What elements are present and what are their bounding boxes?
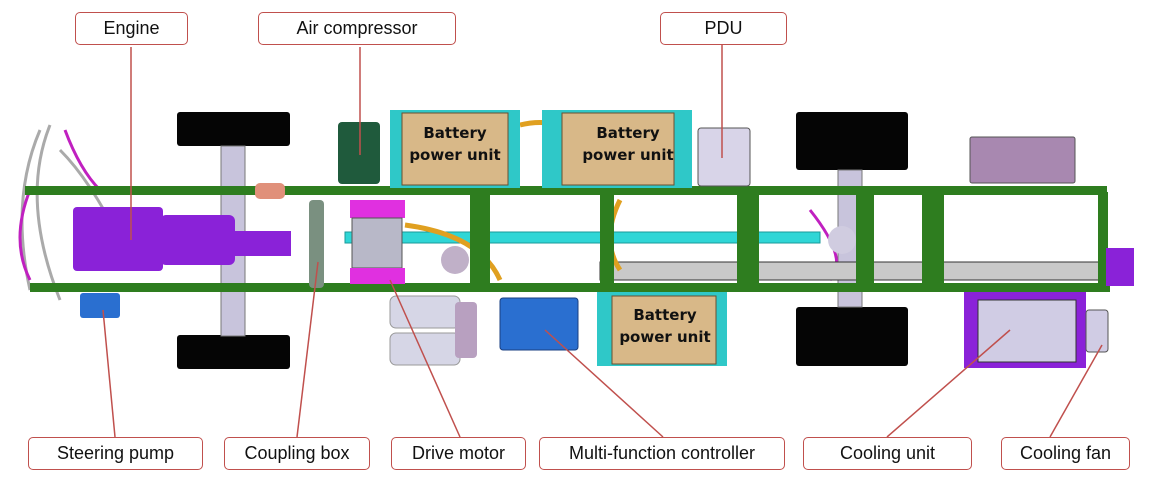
drive-motor-bottom xyxy=(350,268,405,284)
battery-label-line2: power unit xyxy=(582,146,673,164)
battery-label-line1: Battery xyxy=(423,124,486,142)
air-compressor-part xyxy=(338,122,380,184)
label-engine: Engine xyxy=(75,12,188,45)
cross-member-5 xyxy=(922,192,944,287)
coupling-part xyxy=(255,183,285,199)
leader-lines xyxy=(102,45,1103,438)
cross-member-4 xyxy=(856,192,874,287)
diff xyxy=(828,226,856,254)
leader-drive-motor xyxy=(389,279,461,438)
rear-wheel-top xyxy=(796,112,908,170)
cross-member-2 xyxy=(600,192,614,287)
leader-coupling-box xyxy=(296,261,319,438)
cross-member-1 xyxy=(470,192,490,287)
leader-controller xyxy=(544,329,664,438)
battery-label-line1: Battery xyxy=(633,306,696,324)
tank xyxy=(441,246,469,274)
front-wheel-bottom xyxy=(177,335,290,369)
frame-rail-top xyxy=(25,186,1107,195)
air-tank-cap xyxy=(455,302,477,358)
leader-cooling-unit xyxy=(886,329,1011,438)
pdu-box xyxy=(697,127,751,187)
cooling-unit-box xyxy=(977,299,1077,363)
controller-box xyxy=(499,297,579,351)
engine-body xyxy=(73,207,163,271)
cooling-fan-part xyxy=(1085,309,1109,353)
drive-shaft xyxy=(344,231,821,244)
battery-unit-3: Battery power unit xyxy=(597,292,727,366)
rear-bracket xyxy=(1106,248,1134,286)
battery-label-line2: power unit xyxy=(619,328,710,346)
engine-shaft xyxy=(233,231,291,256)
cross-member-3 xyxy=(737,192,759,287)
air-tank-1 xyxy=(389,295,461,329)
coupling-bracket xyxy=(309,200,324,288)
label-cooling-unit: Cooling unit xyxy=(803,437,972,470)
battery-label-line2: power unit xyxy=(409,146,500,164)
label-cooling-fan: Cooling fan xyxy=(1001,437,1130,470)
engine-neck xyxy=(160,215,235,265)
label-drive-motor: Drive motor xyxy=(391,437,526,470)
front-wheel-top xyxy=(177,112,290,146)
rear-harness xyxy=(599,261,1101,281)
leader-steering-pump xyxy=(102,309,116,438)
top-right-tank xyxy=(969,136,1076,184)
cross-member-6 xyxy=(1098,192,1108,287)
label-pdu: PDU xyxy=(660,12,787,45)
label-steering-pump: Steering pump xyxy=(28,437,203,470)
frame-rail-bottom xyxy=(30,283,1110,292)
label-multi-function-controller: Multi-function controller xyxy=(539,437,785,470)
label-air-compressor: Air compressor xyxy=(258,12,456,45)
steering-pump-part xyxy=(80,293,120,318)
drive-motor-body xyxy=(351,217,403,269)
battery-unit-2: Battery power unit xyxy=(542,110,692,188)
rear-wheel-bottom xyxy=(796,307,908,366)
leader-cooling-fan xyxy=(1049,344,1103,438)
battery-unit-1: Battery power unit xyxy=(390,110,520,188)
drive-motor-top xyxy=(350,200,405,218)
label-coupling-box: Coupling box xyxy=(224,437,370,470)
battery-label-line1: Battery xyxy=(596,124,659,142)
